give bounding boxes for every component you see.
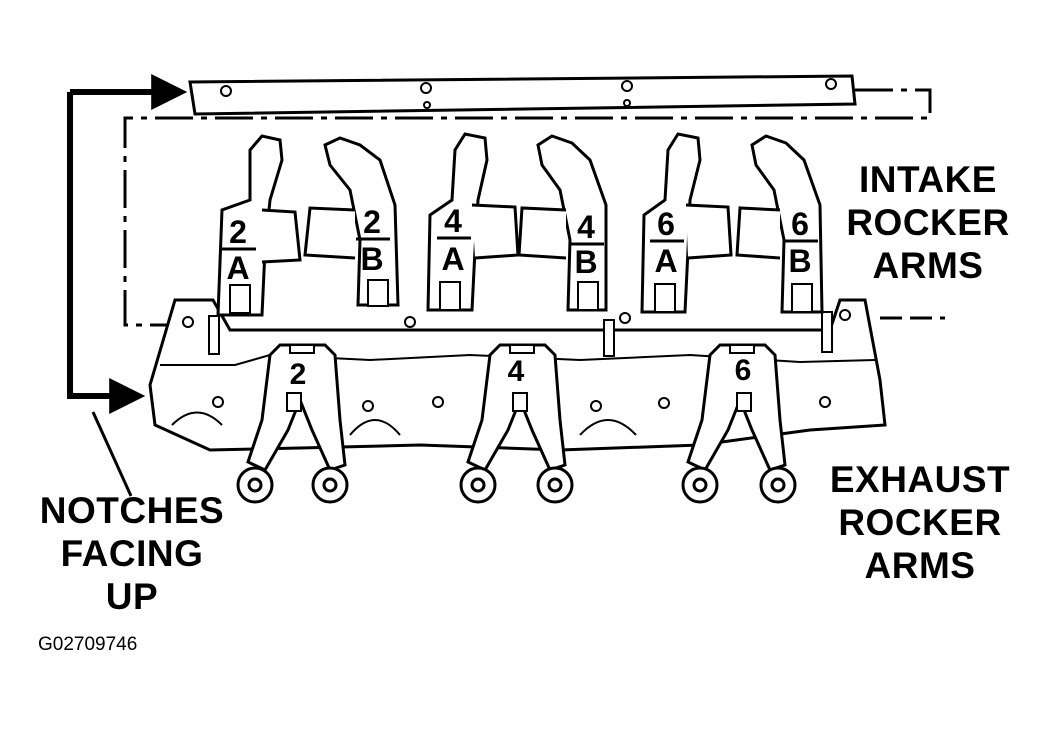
intake-2a-letter: A — [226, 250, 249, 286]
intake-arm-4a — [426, 132, 520, 312]
exhaust-2-num: 2 — [290, 358, 307, 391]
intake-arm-2a — [216, 134, 302, 317]
figure-code: G02709746 — [38, 634, 138, 655]
exhaust-arm-2 — [236, 343, 349, 504]
intake-arm-labels: 2 A 2 B 4 A 4 B 6 A 6 B — [222, 203, 818, 286]
exhaust-label-line-2: ROCKER — [838, 502, 1002, 543]
exhaust-arm-6 — [681, 343, 797, 504]
intake-arm-2b — [303, 136, 400, 307]
intake-2a-num: 2 — [229, 214, 247, 250]
intake-arm-4b — [517, 134, 608, 312]
exhaust-4-num: 4 — [508, 355, 525, 388]
intake-4a-num: 4 — [444, 203, 462, 239]
intake-label-4b: 4 B — [570, 209, 604, 280]
exhaust-arm-4 — [459, 343, 574, 504]
exhaust-rocker-arms-label: EXHAUST ROCKER ARMS — [822, 458, 1018, 587]
intake-6a-num: 6 — [657, 206, 675, 242]
notches-label-line-2: FACING — [60, 533, 204, 574]
intake-6b-num: 6 — [791, 206, 809, 242]
intake-arm-6b — [735, 134, 824, 314]
alignment-lines — [123, 88, 945, 327]
notches-facing-up-label: NOTCHES FACING UP — [28, 489, 236, 618]
notches-leader-line — [91, 411, 133, 497]
intake-label-line-2: ROCKER — [846, 202, 1010, 243]
intake-2b-num: 2 — [363, 204, 381, 240]
intake-arm-6a — [640, 132, 733, 314]
rocker-shaft — [188, 74, 857, 116]
intake-label-6b: 6 B — [784, 206, 818, 279]
intake-label-line-3: ARMS — [872, 245, 984, 286]
intake-4a-letter: A — [441, 241, 464, 277]
intake-6b-letter: B — [788, 243, 811, 279]
intake-4b-letter: B — [574, 244, 597, 280]
intake-label-6a: 6 A — [650, 206, 684, 279]
intake-6a-letter: A — [654, 243, 677, 279]
notches-label-line-3: UP — [105, 576, 159, 617]
exhaust-6-num: 6 — [735, 354, 752, 387]
intake-label-2a: 2 A — [222, 214, 256, 286]
intake-label-4a: 4 A — [437, 203, 471, 277]
exhaust-arm-labels: 2 4 6 — [290, 354, 752, 391]
notches-label-line-1: NOTCHES — [39, 490, 225, 531]
intake-2b-letter: B — [360, 241, 383, 277]
intake-label-2b: 2 B — [356, 204, 390, 277]
orientation-arrow — [67, 74, 188, 414]
exhaust-rocker-arms — [236, 343, 797, 504]
intake-label-line-1: INTAKE — [859, 159, 997, 200]
intake-rocker-arms — [216, 132, 824, 317]
exhaust-label-line-1: EXHAUST — [829, 459, 1011, 500]
intake-rocker-arms-label: INTAKE ROCKER ARMS — [838, 158, 1018, 287]
intake-4b-num: 4 — [577, 209, 595, 245]
exhaust-label-line-3: ARMS — [864, 545, 976, 586]
